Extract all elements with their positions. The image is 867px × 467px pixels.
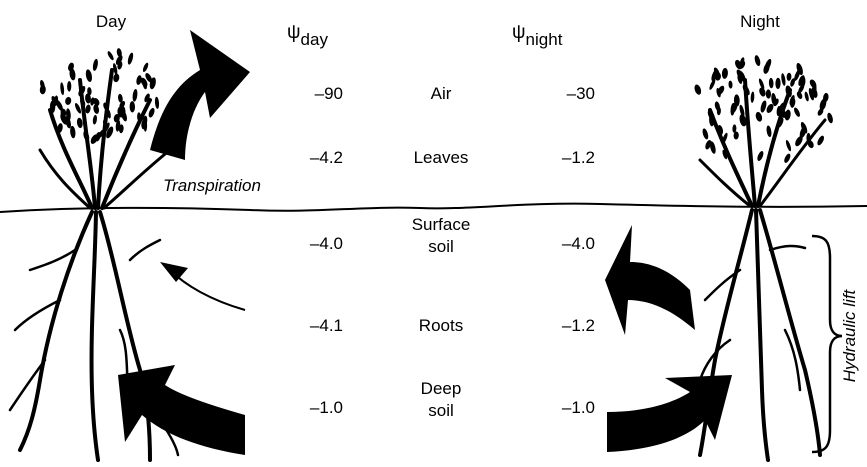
ground-line (0, 204, 867, 212)
roots-layer-label: Roots (419, 316, 463, 336)
day-leaf (67, 81, 71, 92)
roots-psi-night: –1.2 (562, 316, 595, 336)
day-leaf (92, 115, 97, 125)
day-leaf (142, 62, 150, 73)
night-leaf (769, 78, 774, 89)
day-leaf (85, 104, 92, 114)
night-leaf (739, 104, 746, 117)
night-heading: Night (740, 12, 780, 32)
roots-psi-day: –4.1 (310, 316, 343, 336)
day-leaf (132, 89, 138, 102)
night-leaf (781, 73, 787, 86)
day-leaf (76, 117, 83, 128)
surface-soil-layer-label: Surface soil (412, 214, 471, 258)
psi-night-subscript: night (526, 30, 563, 49)
psi-day-subscript: day (301, 30, 328, 49)
day-leaf (85, 69, 93, 83)
leaves-psi-day: –4.2 (310, 148, 343, 168)
day-leaf (92, 58, 99, 71)
day-deep-soil-arrow (118, 365, 245, 455)
night-leaf (754, 55, 762, 67)
surface-soil-psi-day: –4.0 (310, 234, 343, 254)
night-leaf (775, 78, 780, 89)
night-leaf (728, 80, 733, 88)
day-leaf (127, 52, 134, 65)
night-leaf (766, 125, 772, 137)
air-layer-label: Air (431, 84, 452, 104)
transpiration-label: Transpiration (163, 176, 261, 196)
night-leaf (826, 112, 834, 124)
psi-night-heading: ψnight (512, 22, 562, 50)
surface-soil-label-line2: soil (412, 236, 471, 258)
night-leaf (755, 111, 764, 122)
surface-soil-label-line1: Surface (412, 214, 471, 236)
night-leaf (756, 150, 765, 162)
night-lower-arrow (607, 375, 732, 452)
day-leaf (137, 112, 141, 121)
night-leaf (785, 139, 792, 151)
night-leaf (804, 91, 810, 102)
air-psi-night: –30 (567, 84, 595, 104)
hydraulic-lift-label: Hydraulic lift (840, 276, 860, 396)
leaves-psi-night: –1.2 (562, 148, 595, 168)
day-surface-thin-arrow-head (160, 262, 188, 282)
day-leaf (147, 107, 155, 118)
air-psi-day: –90 (315, 84, 343, 104)
deep-soil-layer-label: Deep soil (421, 378, 462, 422)
day-surface-thin-arrow-shaft (170, 270, 245, 310)
psi-day-heading: ψday (287, 22, 328, 50)
deep-soil-label-line1: Deep (421, 378, 462, 400)
day-leaf (70, 126, 76, 139)
night-foliage (693, 55, 834, 164)
day-leaf (130, 101, 136, 112)
surface-soil-psi-night: –4.0 (562, 234, 595, 254)
day-leaf (106, 50, 114, 61)
night-leaf (701, 128, 709, 140)
deep-soil-label-line2: soil (421, 400, 462, 422)
night-leaf (750, 91, 754, 103)
night-leaf (722, 68, 729, 79)
day-leaf (136, 75, 143, 86)
day-heading: Day (96, 12, 126, 32)
day-leaf (60, 82, 65, 95)
transpiration-arrow (150, 30, 250, 160)
night-upper-arrow (605, 225, 695, 335)
psi-day-symbol: ψ (287, 22, 301, 43)
night-leaf (783, 153, 792, 164)
night-leaf (693, 84, 702, 96)
night-leaf (759, 100, 767, 113)
night-leaf (816, 135, 825, 147)
leaves-layer-label: Leaves (414, 148, 469, 168)
day-leaf (39, 85, 46, 95)
psi-night-symbol: ψ (512, 22, 526, 43)
night-leaf (786, 73, 791, 81)
day-leaf (154, 97, 159, 110)
day-leaf (64, 96, 71, 105)
night-leaf (793, 107, 801, 118)
deep-soil-psi-night: –1.0 (562, 398, 595, 418)
deep-soil-psi-day: –1.0 (310, 398, 343, 418)
night-leaf (766, 89, 771, 98)
